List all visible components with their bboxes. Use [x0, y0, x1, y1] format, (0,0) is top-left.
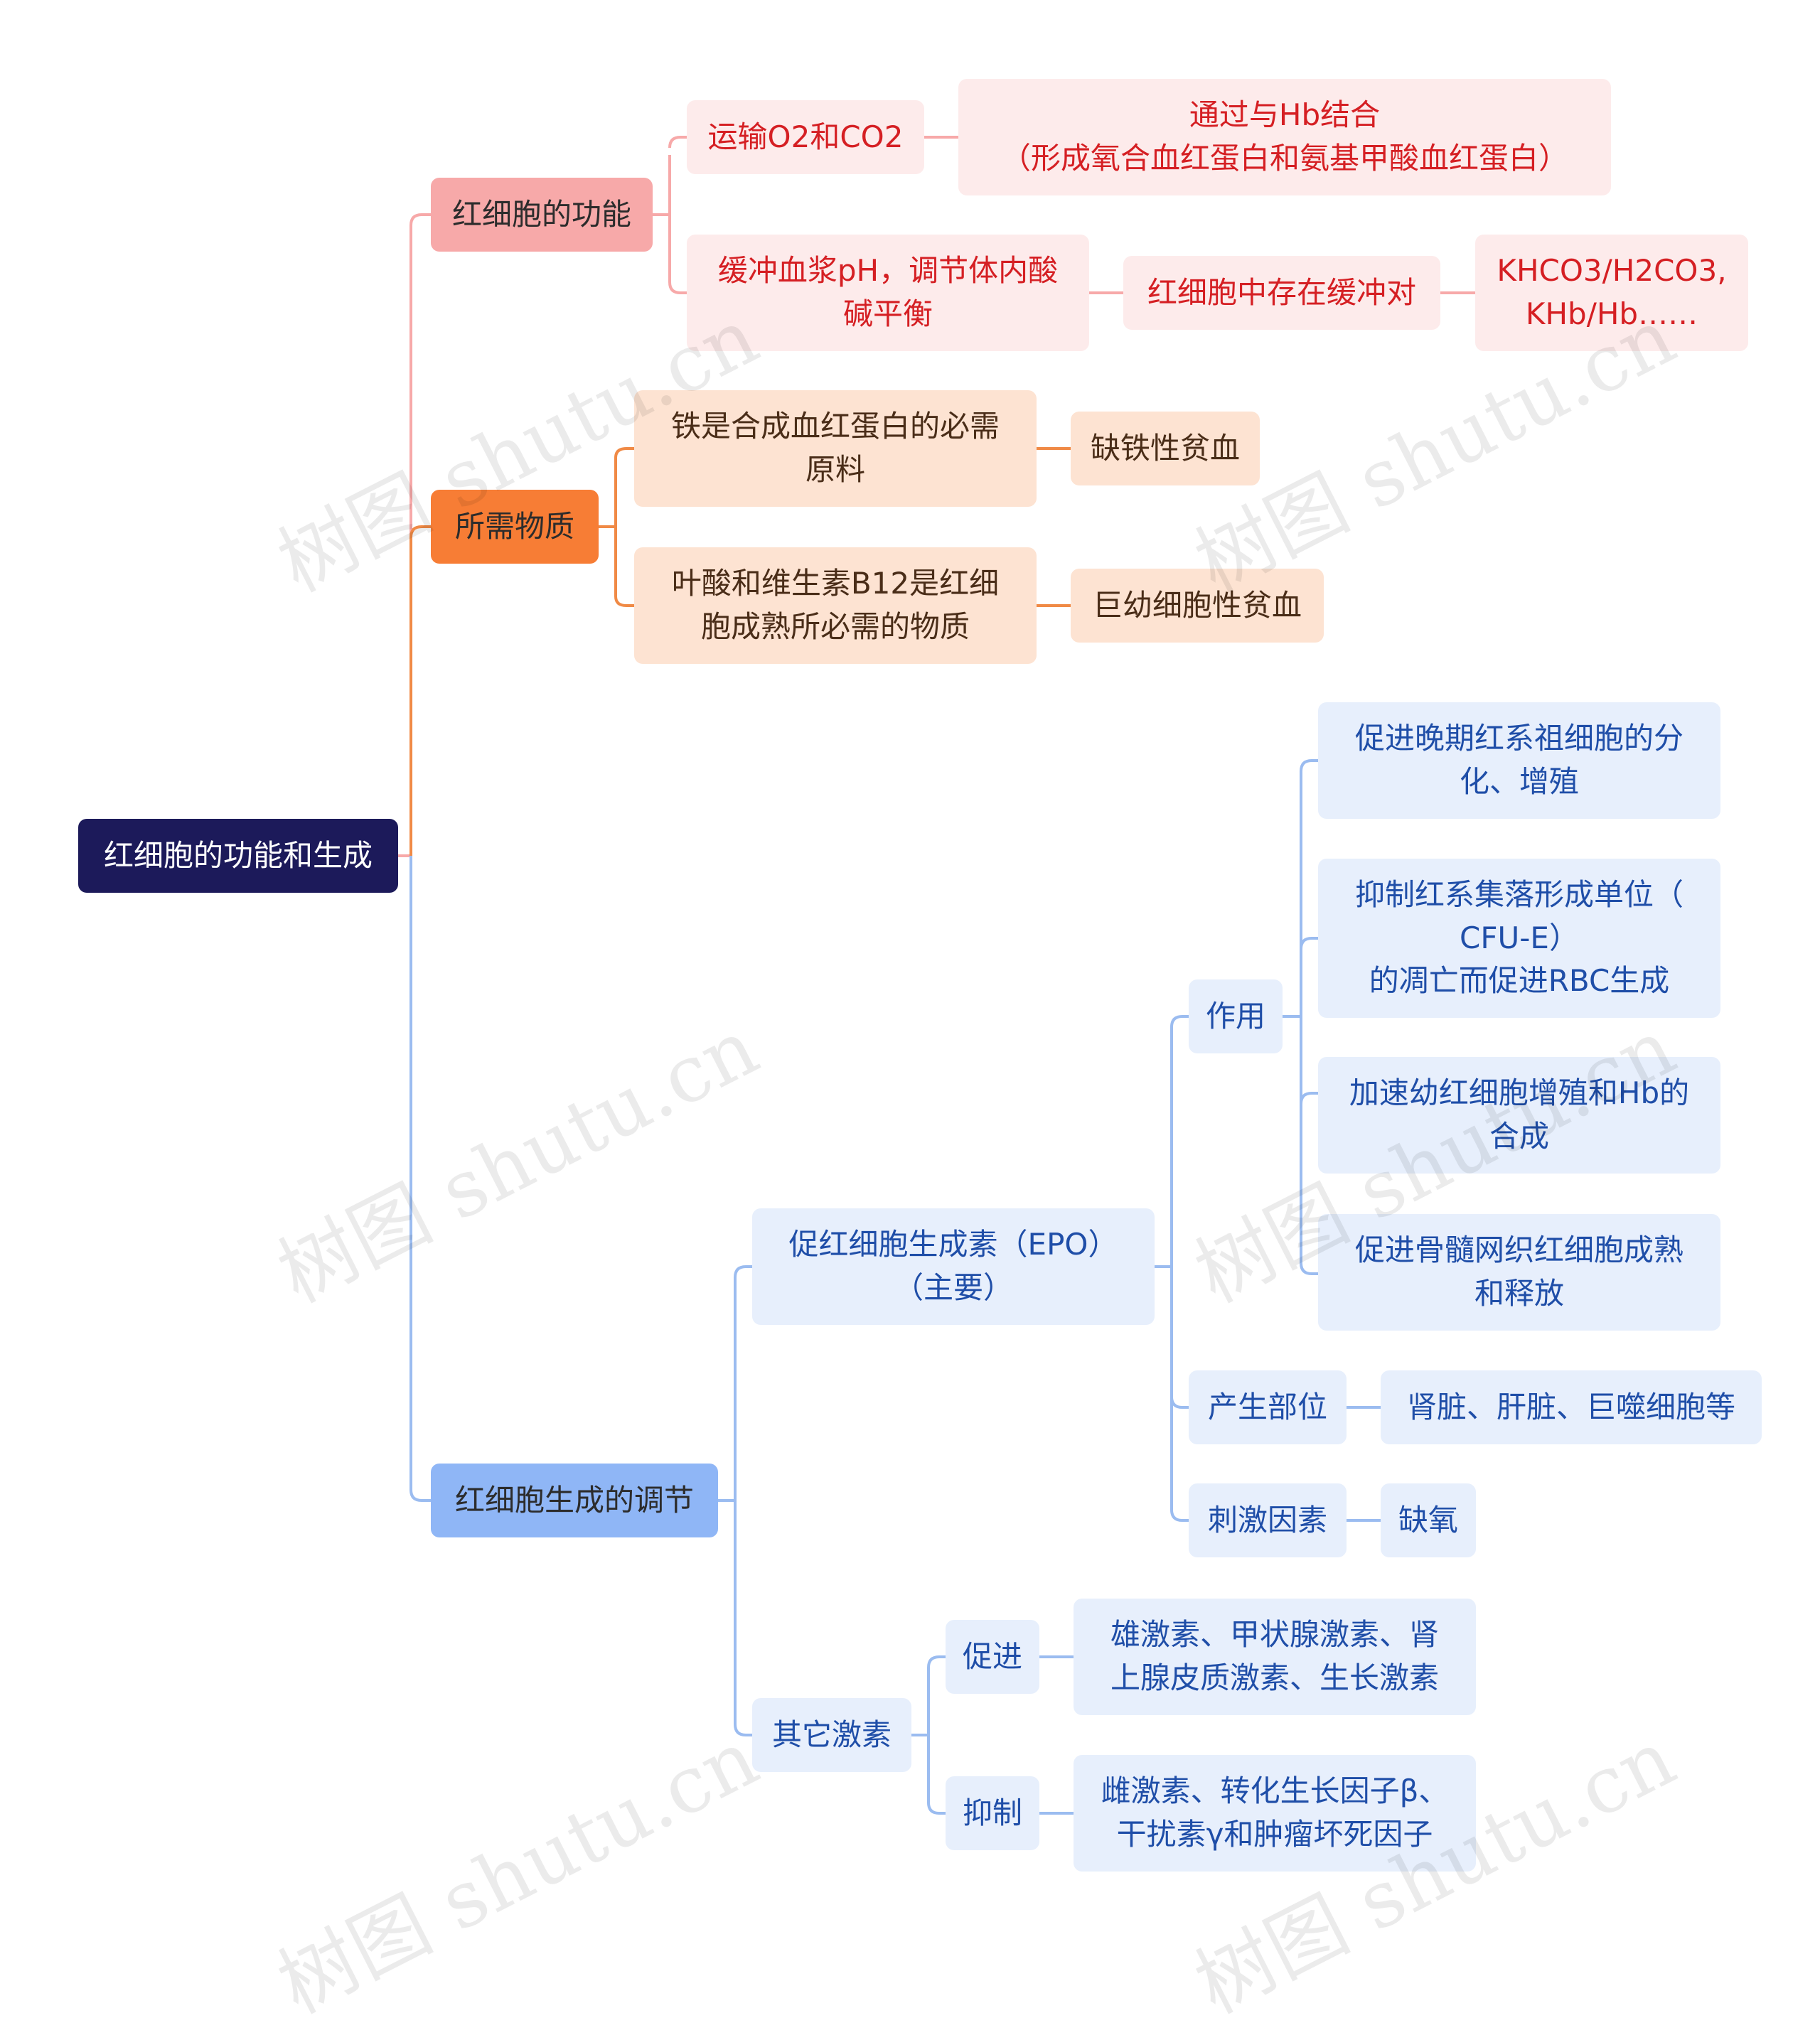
promote-value-node[interactable]: 雄激素、甲状腺激素、肾 上腺皮质激素、生长激素 [1074, 1599, 1476, 1715]
mind-map: 红细胞的功能和生成 红细胞的功能 运输O2和CO2 通过与Hb结合 （形成氧合血… [78, 79, 1762, 2031]
branch-function-lines [398, 136, 1475, 857]
root-node[interactable]: 红细胞的功能和生成 [78, 819, 398, 893]
effect-node[interactable]: 作用 [1189, 979, 1283, 1053]
iron-node[interactable]: 铁是合成血红蛋白的必需 原料 [634, 390, 1037, 507]
line-root-function [398, 213, 431, 857]
inhibit-node[interactable]: 抑制 [946, 1776, 1039, 1850]
site-value-node[interactable]: 肾脏、肝脏、巨噬细胞等 [1381, 1370, 1762, 1444]
other-hormones-node[interactable]: 其它激素 [752, 1698, 911, 1772]
materials-node[interactable]: 所需物质 [431, 490, 599, 564]
line-effect-2 [1300, 937, 1318, 950]
line-epo-site [1170, 1396, 1189, 1409]
line-root-regulation [410, 856, 431, 1502]
buffer-node[interactable]: 缓冲血浆pH，调节体内酸 碱平衡 [687, 235, 1089, 351]
buffer-examples-node[interactable]: KHCO3/H2CO3, KHb/Hb…… [1475, 235, 1748, 351]
line-root-materials [410, 525, 431, 856]
line-other-inhibit [927, 1802, 946, 1815]
buffer-pair-node[interactable]: 红细胞中存在缓冲对 [1123, 256, 1440, 330]
effect-2-node[interactable]: 抑制红系集落形成单位（ CFU-E） 的凋亡而促进RBC生成 [1318, 859, 1720, 1018]
line-function-transport [668, 136, 687, 149]
branch-regulation-lines [410, 759, 1381, 1815]
site-node[interactable]: 产生部位 [1189, 1370, 1347, 1444]
line-effect-3 [1300, 1092, 1318, 1105]
inhibit-value-node[interactable]: 雌激素、转化生长因子β、 干扰素γ和肿瘤坏死因子 [1074, 1755, 1476, 1872]
line-epo-stimulus [1170, 1509, 1189, 1522]
line-effect-4 [1300, 1262, 1318, 1275]
line-effect-1 [1300, 759, 1318, 772]
epo-node[interactable]: 促红细胞生成素（EPO） （主要） [752, 1208, 1155, 1325]
line-epo-effect [1170, 1015, 1189, 1028]
line-function-buffer [668, 281, 687, 294]
line-regulation-epo [734, 1265, 752, 1278]
stimulus-node[interactable]: 刺激因素 [1189, 1483, 1347, 1557]
effect-1-node[interactable]: 促进晚期红系祖细胞的分 化、增殖 [1318, 702, 1720, 819]
iron-disease-node[interactable]: 缺铁性贫血 [1071, 412, 1260, 485]
function-node[interactable]: 红细胞的功能 [431, 178, 653, 252]
connector-lines [398, 136, 1475, 1815]
folate-disease-node[interactable]: 巨幼细胞性贫血 [1071, 569, 1324, 643]
promote-node[interactable]: 促进 [946, 1620, 1039, 1694]
effect-4-node[interactable]: 促进骨髓网织红细胞成熟 和释放 [1318, 1214, 1720, 1331]
line-materials-iron [614, 447, 634, 458]
branch-materials-lines [410, 447, 1071, 856]
line-materials-folate [614, 596, 634, 607]
line-regulation-other [734, 1724, 752, 1736]
effect-3-node[interactable]: 加速幼红细胞增殖和Hb的 合成 [1318, 1057, 1720, 1174]
regulation-node[interactable]: 红细胞生成的调节 [431, 1464, 718, 1537]
transport-node[interactable]: 运输O2和CO2 [687, 100, 924, 174]
line-other-promote [927, 1655, 946, 1668]
transport-detail-node[interactable]: 通过与Hb结合 （形成氧合血红蛋白和氨基甲酸血红蛋白） [958, 79, 1611, 195]
stimulus-value-node[interactable]: 缺氧 [1381, 1483, 1476, 1557]
folate-node[interactable]: 叶酸和维生素B12是红细 胞成熟所必需的物质 [634, 547, 1037, 664]
